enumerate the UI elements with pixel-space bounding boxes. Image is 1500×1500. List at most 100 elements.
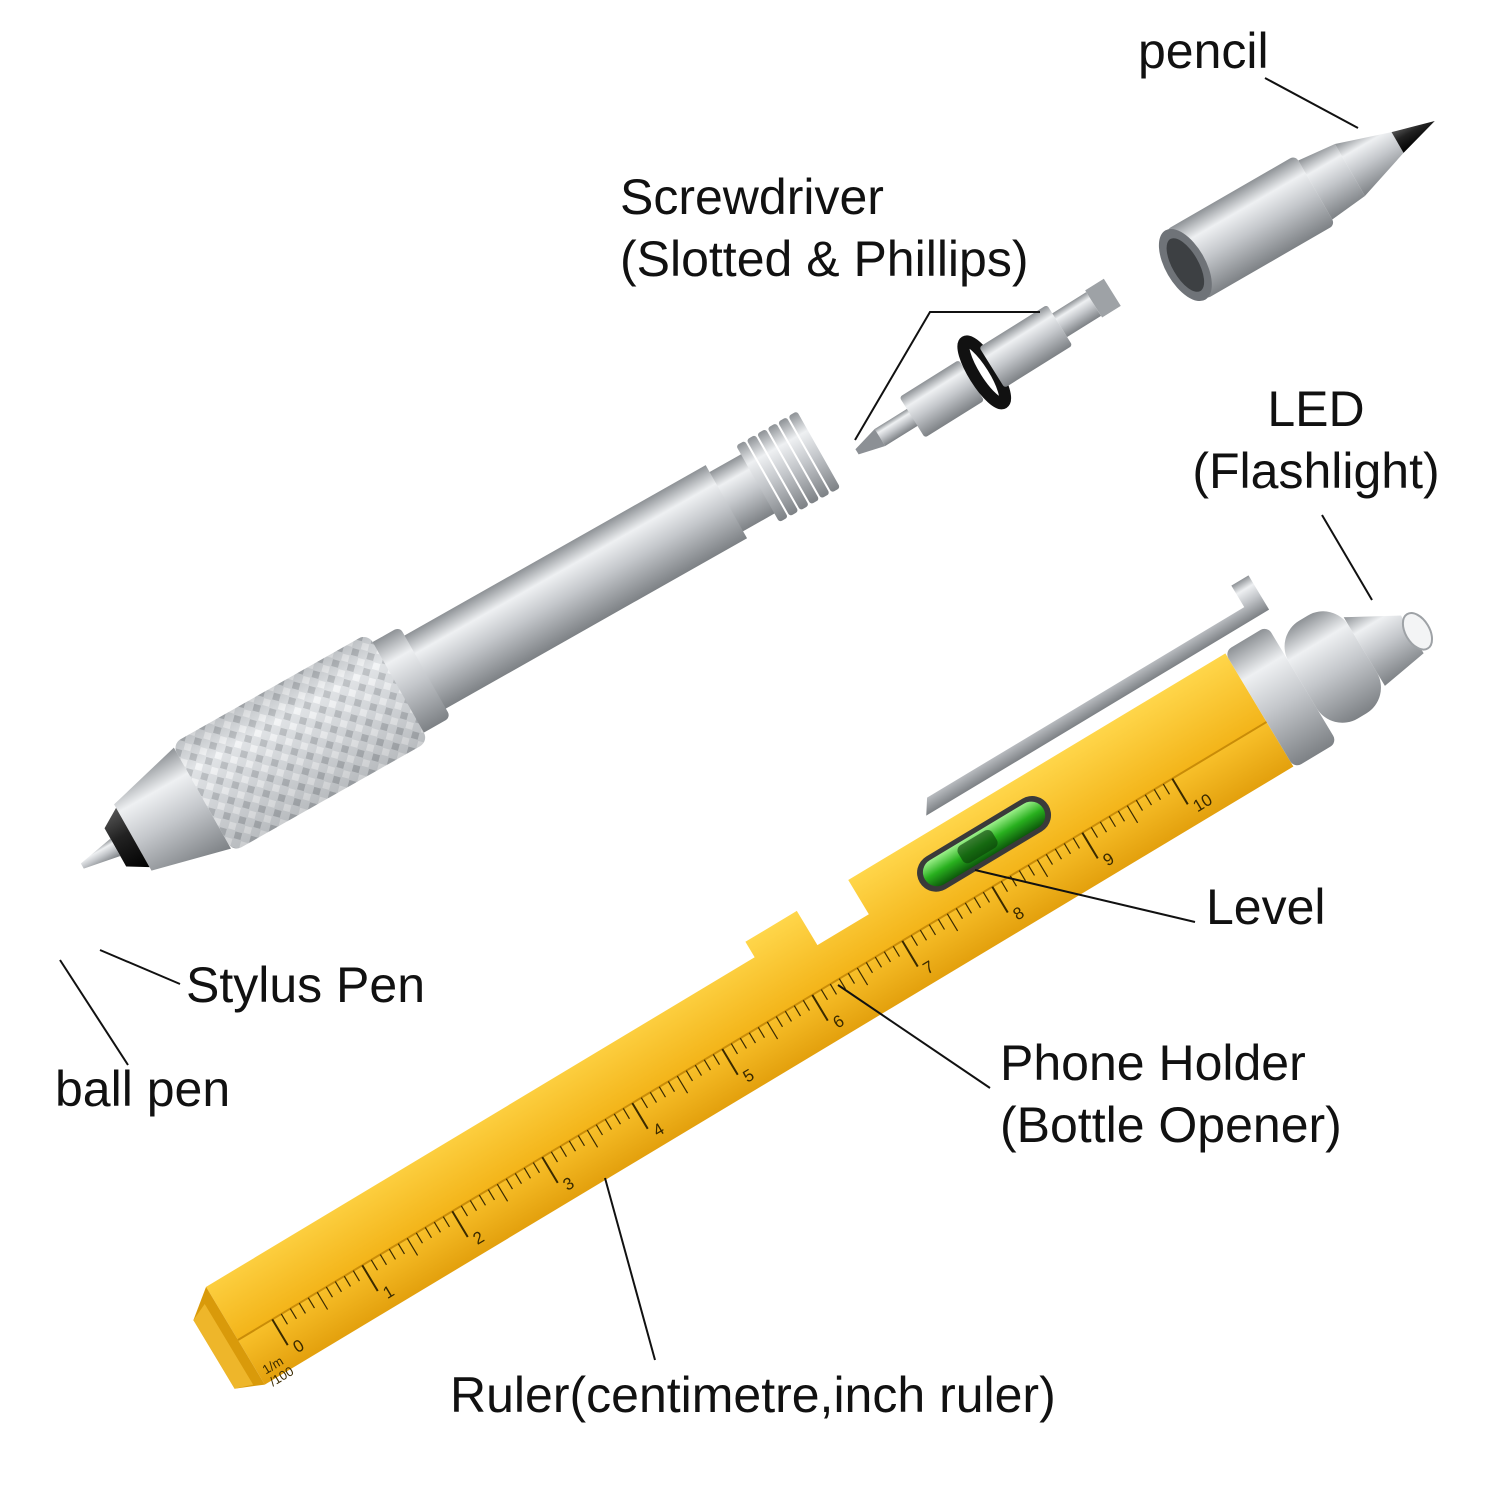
ruler-tick bbox=[910, 935, 918, 947]
ruler-tick bbox=[982, 891, 991, 903]
ruler-tick bbox=[1054, 848, 1063, 860]
ruler-ticks bbox=[271, 778, 1189, 1346]
leader-ruler bbox=[604, 1177, 656, 1361]
ruler-tick bbox=[991, 886, 1009, 913]
ruler-tick bbox=[955, 908, 964, 919]
ruler-tick bbox=[829, 983, 837, 995]
label-ruler-text: Ruler(centimetre,inch ruler) bbox=[450, 1367, 1056, 1423]
ruler-tick bbox=[505, 1178, 513, 1190]
label-led-line2: (Flashlight) bbox=[1192, 443, 1440, 499]
ruler-tick bbox=[775, 1016, 783, 1028]
screwdriver-bit bbox=[855, 278, 1121, 455]
ruler-tick bbox=[379, 1254, 387, 1266]
ruler-tick bbox=[1045, 854, 1054, 865]
ruler-tick bbox=[640, 1097, 648, 1109]
ruler-tick bbox=[1018, 870, 1027, 882]
ruler-tick bbox=[397, 1243, 405, 1255]
ruler-tick bbox=[442, 1216, 450, 1228]
ruler-tick bbox=[1117, 810, 1126, 822]
ruler-tick bbox=[703, 1059, 711, 1071]
ruler-tick bbox=[280, 1313, 288, 1325]
ruler-tick bbox=[415, 1232, 423, 1244]
bubble-level bbox=[917, 796, 1052, 892]
ruler-tick bbox=[811, 994, 829, 1022]
ruler-tick bbox=[1126, 805, 1139, 824]
label-screwdriver: Screwdriver (Slotted & Phillips) bbox=[620, 166, 1029, 290]
label-phone-holder-line2: (Bottle Opener) bbox=[1000, 1097, 1342, 1153]
ruler-tick bbox=[928, 924, 937, 936]
ruler-tick bbox=[460, 1205, 468, 1217]
ruler-tick bbox=[1090, 826, 1099, 838]
ruler-tick bbox=[424, 1227, 432, 1239]
ruler-tick bbox=[757, 1027, 765, 1038]
ruler-tick bbox=[883, 951, 891, 963]
ruler-tick bbox=[622, 1108, 630, 1120]
ruler-tick bbox=[1162, 783, 1171, 795]
ruler-tick bbox=[343, 1275, 351, 1287]
ruler-tick bbox=[946, 913, 959, 932]
ruler-tick bbox=[739, 1037, 747, 1049]
label-ball-pen-text: ball pen bbox=[55, 1061, 231, 1117]
ruler-tick bbox=[865, 962, 873, 974]
ruler-tick bbox=[748, 1032, 756, 1044]
leader-ballpen bbox=[59, 959, 129, 1066]
ruler-tick bbox=[541, 1156, 559, 1184]
ruler-tick bbox=[1099, 821, 1108, 833]
ruler-tick bbox=[451, 1210, 469, 1238]
ruler-tick bbox=[1153, 789, 1162, 801]
pencil-cap bbox=[1158, 121, 1435, 302]
ruler-tick bbox=[559, 1146, 567, 1157]
ruler-tick bbox=[667, 1081, 675, 1093]
ruler-tick bbox=[289, 1308, 297, 1320]
ruler-tick bbox=[658, 1086, 666, 1098]
ruler-tick bbox=[766, 1021, 779, 1040]
ruler-tick bbox=[847, 972, 855, 984]
label-led-line1: LED bbox=[1267, 381, 1365, 437]
ruler-tick bbox=[523, 1167, 531, 1179]
ruler-tick bbox=[784, 1010, 792, 1022]
label-ruler: Ruler(centimetre,inch ruler) bbox=[450, 1364, 1056, 1426]
ruler-tick bbox=[1108, 816, 1117, 828]
ruler-tick bbox=[361, 1264, 379, 1292]
ruler-tick bbox=[793, 1005, 801, 1017]
ruler-tick bbox=[1135, 799, 1144, 811]
label-screwdriver-line1: Screwdriver bbox=[620, 169, 884, 225]
label-phone-holder-line1: Phone Holder bbox=[1000, 1035, 1306, 1091]
label-screwdriver-line2: (Slotted & Phillips) bbox=[620, 231, 1029, 287]
ruler-tick bbox=[487, 1189, 495, 1201]
ruler-tick bbox=[1072, 837, 1081, 849]
silver-pen-body bbox=[80, 412, 840, 871]
ruler-tick bbox=[1144, 794, 1153, 806]
ruler-tick bbox=[694, 1064, 702, 1076]
leader-stylus bbox=[99, 949, 181, 985]
label-level: Level bbox=[1206, 876, 1326, 938]
leader-screwdriver bbox=[854, 311, 1040, 441]
ruler-tick bbox=[271, 1318, 289, 1346]
ruler-tick bbox=[1000, 881, 1009, 892]
thread-rings bbox=[737, 412, 840, 522]
ruler-tick bbox=[964, 902, 973, 914]
label-pencil-text: pencil bbox=[1138, 23, 1269, 79]
ruler-tick bbox=[550, 1151, 558, 1163]
label-led: LED (Flashlight) bbox=[1176, 378, 1456, 502]
ruler-tick bbox=[874, 956, 882, 968]
leader-led bbox=[1321, 514, 1373, 601]
leader-phone-holder bbox=[837, 984, 991, 1089]
ruler-tick bbox=[838, 978, 846, 990]
ruler-tick bbox=[631, 1102, 649, 1130]
ruler-tick bbox=[298, 1302, 306, 1314]
top-cap bbox=[1227, 611, 1434, 766]
ruler-tick bbox=[613, 1113, 621, 1125]
ruler-tick bbox=[577, 1135, 585, 1147]
ruler-tick bbox=[820, 989, 828, 1001]
ruler-tick bbox=[496, 1183, 509, 1202]
ruler-tick bbox=[856, 967, 869, 986]
ruler-tick bbox=[433, 1221, 441, 1233]
ruler-tick bbox=[712, 1054, 720, 1066]
ruler-tick bbox=[685, 1070, 693, 1082]
leader-pencil bbox=[1264, 77, 1359, 129]
label-phone-holder: Phone Holder (Bottle Opener) bbox=[1000, 1032, 1342, 1156]
